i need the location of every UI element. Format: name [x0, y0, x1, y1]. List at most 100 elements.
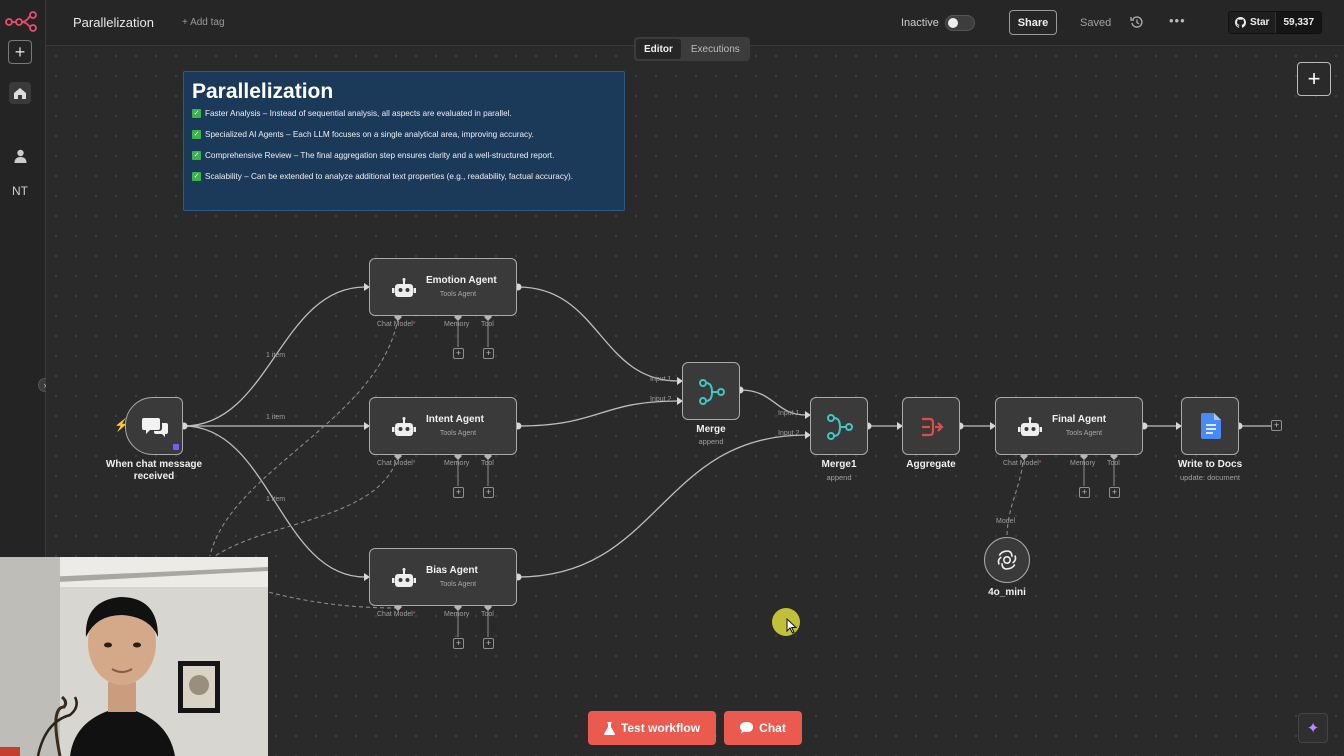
node-title: Intent Agent — [426, 414, 484, 425]
tool-port-label: Tool — [481, 321, 494, 328]
merge-label: Merge — [696, 424, 726, 435]
final-agent-node[interactable]: Final Agent Tools Agent — [995, 397, 1143, 455]
memory-port-label: Memory — [444, 321, 470, 328]
add-memory-button[interactable]: + — [453, 348, 464, 359]
tool-port-label: Tool — [1107, 460, 1120, 467]
merge1-sublabel: append — [826, 473, 852, 482]
merge1-label: Merge1 — [821, 459, 857, 470]
input-port-label: Input 2 — [650, 396, 672, 403]
list-item: ✓Comprehensive Review – The final aggreg… — [192, 151, 555, 160]
add-tool-button[interactable]: + — [483, 348, 494, 359]
add-memory-button[interactable]: + — [453, 487, 464, 498]
mouse-cursor-icon — [786, 618, 798, 634]
node-title: Emotion Agent — [426, 275, 497, 286]
checkmark-icon: ✓ — [192, 109, 201, 118]
node-subtitle: Tools Agent — [439, 581, 477, 588]
node-title: Final Agent — [1052, 414, 1107, 425]
home-icon[interactable] — [9, 82, 31, 104]
tab-editor[interactable]: Editor — [636, 39, 681, 59]
github-star-button[interactable]: Star 59,337 — [1228, 11, 1323, 34]
edge-merge-merge1 — [739, 389, 807, 416]
n8n-logo-icon[interactable] — [4, 10, 38, 32]
chat-trigger-node[interactable] — [125, 397, 183, 455]
aggregate-node[interactable] — [902, 397, 960, 455]
chat-icon — [142, 418, 168, 437]
list-item: ✓Faster Analysis – Instead of sequential… — [192, 109, 512, 118]
edge-model-emotion — [209, 317, 399, 557]
checkmark-icon: ✓ — [192, 130, 201, 139]
saved-status: Saved — [1080, 17, 1112, 29]
aggregate-label: Aggregate — [906, 459, 956, 470]
intent-agent-node[interactable]: Intent Agent Tools Agent — [369, 397, 517, 455]
add-memory-button[interactable]: + — [453, 638, 464, 649]
edge-model-bias — [267, 591, 399, 609]
google-docs-icon — [1201, 413, 1221, 439]
edge-emotion-merge — [517, 286, 679, 382]
chat-model-port-label: Chat Model* — [1003, 460, 1042, 467]
add-tool-button[interactable]: + — [1109, 487, 1120, 498]
merge-node[interactable] — [682, 362, 740, 420]
editor-tabs: Editor Executions — [634, 37, 750, 61]
edge-label: 1 item — [266, 352, 286, 359]
add-tag-link[interactable]: + Add tag — [182, 17, 225, 28]
add-next-node-button[interactable]: + — [1271, 420, 1282, 431]
ai-assistant-sparkle-icon[interactable]: ✦ — [1298, 713, 1328, 743]
edge-intent-merge — [517, 400, 679, 427]
edge-label: 1 item — [266, 496, 286, 503]
sticky-note[interactable]: Parallelization ✓Faster Analysis – Inste… — [183, 71, 625, 211]
input-port-label: Input 1 — [778, 410, 800, 417]
merge1-node[interactable] — [810, 397, 868, 455]
add-node-button[interactable]: + — [1297, 62, 1331, 96]
more-options-icon[interactable]: ••• — [1169, 13, 1186, 28]
node-subtitle: Tools Agent — [1065, 430, 1103, 437]
webcam-overlay — [0, 557, 268, 756]
chat-model-port-label: Chat Model* — [377, 321, 416, 328]
bias-agent-node[interactable]: Bias Agent Tools Agent — [369, 548, 517, 606]
add-tool-button[interactable]: + — [483, 487, 494, 498]
emotion-agent-node[interactable]: Emotion Agent Tools Agent — [369, 258, 517, 316]
memory-port-label: Memory — [1070, 460, 1096, 467]
github-icon — [1235, 17, 1246, 28]
robot-icon — [392, 568, 416, 587]
edge-label: 1 item — [266, 414, 286, 421]
robot-icon — [1018, 417, 1042, 436]
edge-model-intent — [214, 455, 399, 557]
merge-icon — [827, 414, 853, 440]
github-star-label: Star — [1250, 17, 1270, 28]
list-item: ✓Specialized AI Agents – Each LLM focuse… — [192, 130, 534, 139]
edge-trigger-bias — [183, 425, 366, 578]
openai-model-node[interactable] — [984, 537, 1030, 583]
input-port-label: Input 1 — [650, 376, 672, 383]
memory-port-label: Memory — [444, 611, 470, 618]
node-title: Bias Agent — [426, 565, 478, 576]
user-initials[interactable]: NT — [12, 184, 28, 198]
robot-icon — [392, 278, 416, 297]
write-to-docs-label: Write to Docs — [1177, 459, 1243, 470]
tool-port-label: Tool — [481, 460, 494, 467]
aggregate-icon — [922, 417, 944, 437]
node-subtitle: Tools Agent — [439, 430, 477, 437]
chat-model-port-label: Chat Model* — [377, 611, 416, 618]
edge-bias-merge1 — [517, 434, 807, 578]
openai-model-label: 4o_mini — [988, 587, 1026, 598]
chat-button[interactable]: Chat — [724, 711, 802, 745]
write-to-docs-node[interactable] — [1181, 397, 1239, 455]
presenter-video-image — [0, 557, 268, 756]
tab-executions[interactable]: Executions — [690, 43, 740, 55]
workflow-name[interactable]: Parallelization — [73, 15, 154, 30]
history-icon[interactable] — [1130, 15, 1144, 29]
add-tool-button[interactable]: + — [483, 638, 494, 649]
add-memory-button[interactable]: + — [1079, 487, 1090, 498]
edge-model-final — [1006, 455, 1025, 536]
share-button[interactable]: Share — [1009, 10, 1057, 35]
cursor-highlight — [772, 608, 800, 636]
test-workflow-button[interactable]: Test workflow — [588, 711, 716, 745]
sticky-note-title: Parallelization — [192, 80, 334, 103]
input-port-label: Input 2 — [778, 430, 800, 437]
user-icon[interactable] — [9, 145, 31, 167]
active-toggle[interactable] — [945, 15, 975, 31]
add-button[interactable]: + — [8, 40, 32, 64]
